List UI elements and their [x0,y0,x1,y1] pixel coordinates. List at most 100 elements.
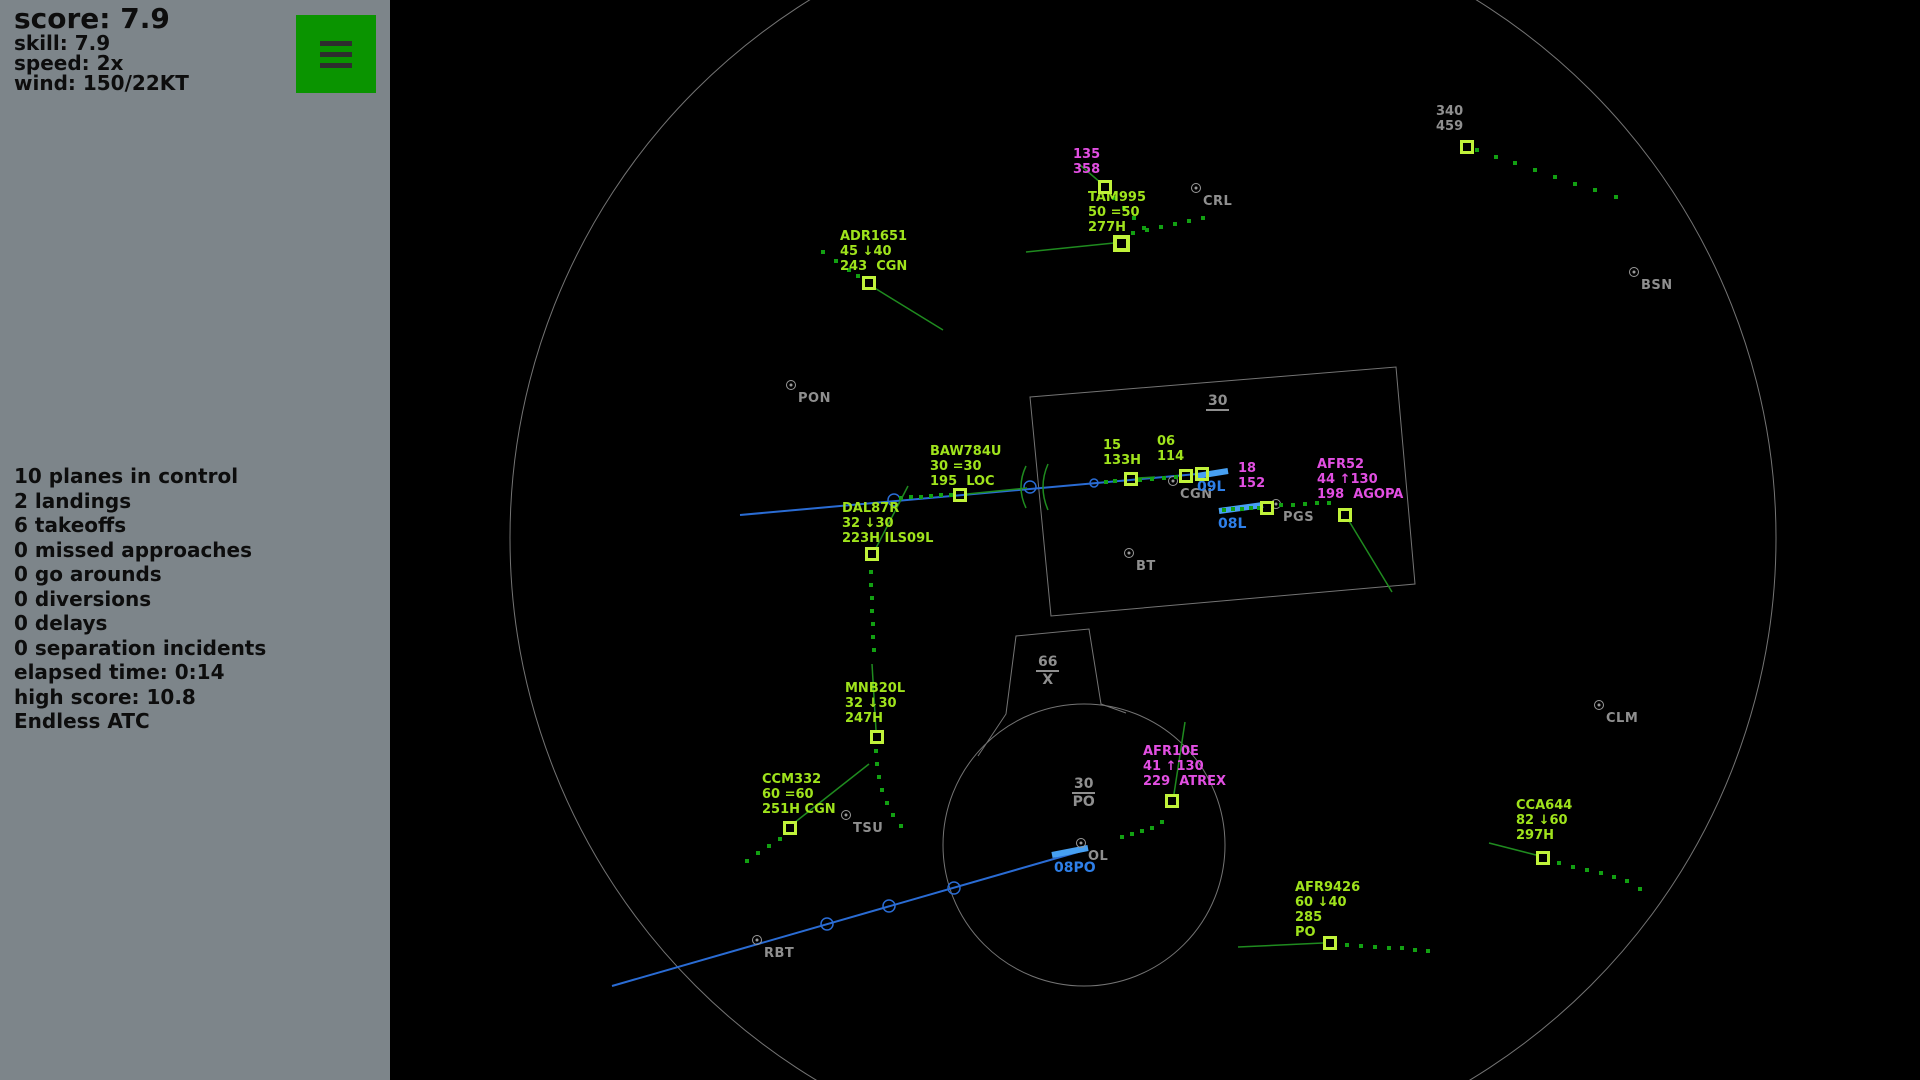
runway-label-08PO: 08PO [1054,860,1096,876]
ils-08po-distance-ring [947,881,961,895]
waypoint-dot-CRL [1194,186,1198,190]
trail-dot-ccm332 [767,844,771,848]
waypoint-label-BT: BT [1136,559,1156,574]
aircraft-blip-adr1651[interactable] [862,276,876,290]
heading-vector-dal87r [875,485,909,549]
trail-dot-adr1651 [821,250,825,254]
aircraft-blip-mnb20l[interactable] [870,730,884,744]
trail-dot-afr52 [1303,502,1307,506]
trail-dot-ovf340 [1494,155,1498,159]
aircraft-blip-final06[interactable] [1179,469,1193,483]
stat-line: 0 diversions [14,586,152,611]
label-line: 135 [1073,147,1101,162]
stat-line: high score: 10.8 [14,684,196,709]
trail-dot-dal87r [871,622,875,626]
ils-08po-distance-ring [882,899,896,913]
label-line: 50 =50 [1088,205,1140,220]
label-line: AFR52 [1317,457,1365,472]
waypoint-dot-PGS [1274,502,1278,506]
aircraft-blip-afr10e[interactable] [1165,794,1179,808]
waypoint-symbol-BSN [1629,267,1639,277]
aircraft-blip-ovf340[interactable] [1460,140,1474,154]
trail-dot-afr52 [1315,501,1319,505]
waypoint-label-CRL: CRL [1203,194,1233,209]
aircraft-blip-cca644[interactable] [1536,851,1550,865]
area-label-30: 30 [1206,393,1230,411]
aircraft-blip-dep18[interactable] [1195,467,1209,481]
trail-dot-ccm332 [778,837,782,841]
heading-vector-ccm332 [793,763,870,824]
label-line: 285 [1295,910,1323,925]
aircraft-blip-afr52[interactable] [1338,508,1352,522]
trail-dot-final06 [1138,478,1142,482]
waypoint-dot-TSU [844,813,848,817]
menu-button[interactable] [296,15,376,93]
hamburger-icon [320,40,352,46]
label-line: 32 ↓30 [842,516,894,531]
trail-dot-afr9426 [1400,946,1404,950]
label-line: 133H [1103,453,1142,468]
ils-09l-distance-ring [1089,478,1099,488]
restricted-area-boundary [977,628,1127,757]
aircraft-blip-dal87r[interactable] [865,547,879,561]
area-label-top: 66 [1036,654,1060,672]
trail-dot-afr52 [1279,503,1283,507]
label-line: AFR10E [1143,744,1199,759]
aircraft-blip-final15[interactable] [1124,472,1138,486]
waypoint-label-PGS: PGS [1283,510,1315,525]
label-line: 459 [1436,119,1464,134]
label-line: 195 LOC [930,474,995,489]
trail-dot-ovf340 [1533,168,1537,172]
label-line: 44 ↑130 [1317,472,1378,487]
approach-feather [1042,463,1049,511]
aircraft-blip-dep135[interactable] [1098,180,1112,194]
aircraft-blip-afr9426[interactable] [1323,936,1337,950]
aircraft-blip-ccm332[interactable] [783,821,797,835]
trail-dot-tam995 [1187,219,1191,223]
trail-dot-ovf340 [1475,148,1479,152]
runway-label-09L: 09L [1197,479,1226,495]
waypoint-symbol-CGN [1168,476,1178,486]
trail-dot-afr9426 [1345,943,1349,947]
wind-text: wind: 150/22KT [14,71,189,95]
waypoint-dot-CLM [1597,703,1601,707]
label-line: PO [1295,925,1316,940]
runway-label-08L: 08L [1218,516,1247,532]
label-line: 198 AGOPA [1317,487,1404,502]
trail-dot-afr10e [1160,820,1164,824]
area-label-bottom: PO [1072,794,1095,810]
label-line: 297H [1516,828,1555,843]
stat-line: Endless ATC [14,709,150,733]
waypoint-label-TSU: TSU [853,821,884,836]
waypoint-label-CLM: CLM [1606,711,1639,726]
aircraft-blip-tam995[interactable] [1113,235,1130,252]
label-line: CCA644 [1516,798,1573,813]
trail-dot-cca644 [1571,865,1575,869]
aircraft-blip-lnd08l[interactable] [1260,501,1274,515]
trail-dot-afr10e [1120,835,1124,839]
trail-dot-baw784u [919,495,923,499]
heading-vector-baw784u [966,487,1028,495]
waypoint-dot-BT [1127,551,1131,555]
trail-dot-afr10e [1140,829,1144,833]
range-ring [509,0,1777,1080]
aircraft-blip-baw784u[interactable] [953,488,967,502]
